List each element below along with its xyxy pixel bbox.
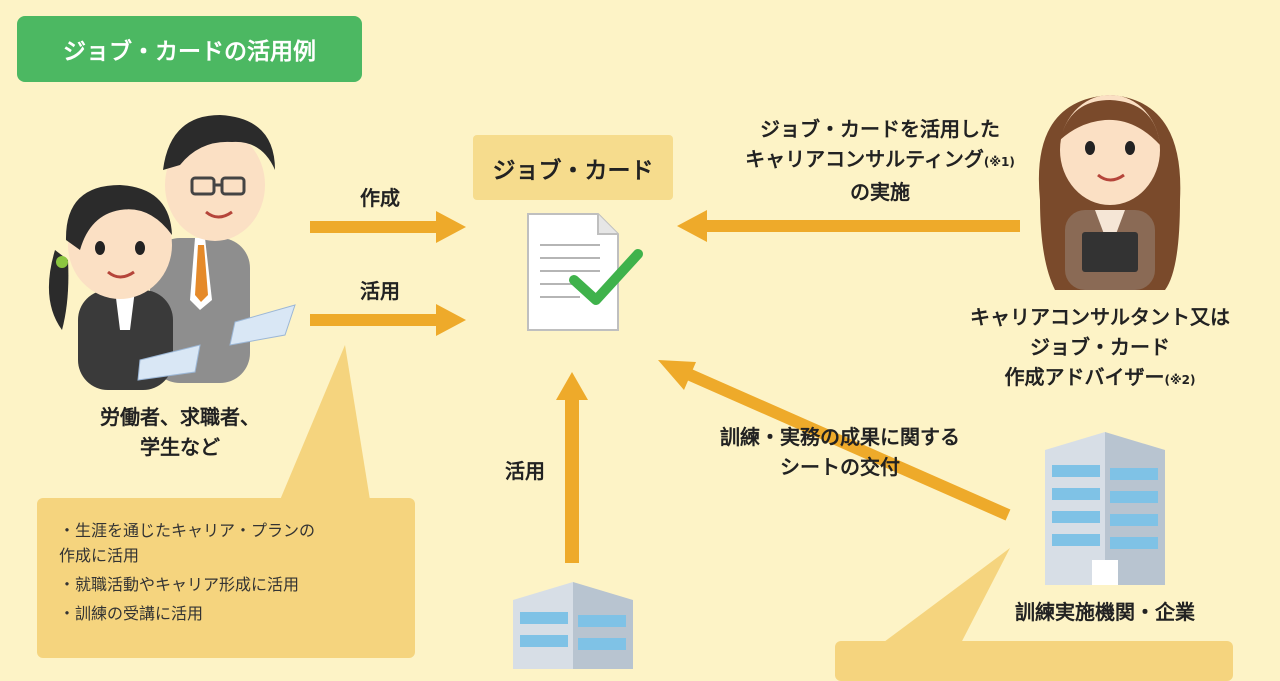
institution-label: 訓練実施機関・企業: [1015, 600, 1195, 624]
workers-label: 労働者、求職者、 学生など: [60, 402, 300, 462]
consultant-label-line1: キャリアコンサルタント又は: [970, 305, 1230, 329]
consulting-label-line3: の実施: [850, 180, 910, 204]
bottom-building-icon: [513, 582, 633, 669]
institution-building-icon: [1045, 432, 1165, 585]
institution-callout: [835, 641, 1233, 681]
consultant-label-line3: 作成アドバイザー(※2): [1004, 365, 1196, 389]
consulting-label-line2: キャリアコンサルティング(※1): [745, 147, 1015, 171]
consultant-illustration: [1038, 95, 1181, 290]
arrow-create: [310, 211, 466, 243]
page-title: ジョブ・カードの活用例: [17, 16, 362, 82]
arrows: [310, 210, 1020, 563]
training-label: 訓練・実務の成果に関する シートの交付: [690, 422, 990, 482]
training-label-line2: シートの交付: [780, 455, 900, 479]
arrow-use-bottom: [556, 372, 588, 563]
arrow-label-use-bottom: 活用: [505, 459, 545, 483]
workers-label-line2: 学生など: [140, 435, 220, 459]
consulting-label: ジョブ・カードを活用した キャリアコンサルティング(※1) の実施: [690, 114, 1070, 207]
worker-use-item: 就職活動やキャリア形成に活用: [59, 572, 415, 597]
arrow-training: [658, 360, 1011, 521]
job-card-label: ジョブ・カード: [473, 135, 673, 200]
checkmark-icon: [569, 249, 643, 305]
worker-callout-tail: [280, 345, 370, 500]
workers-illustration: [48, 115, 296, 390]
consulting-label-line1: ジョブ・カードを活用した: [760, 117, 1000, 141]
consultant-label-line2: ジョブ・カード: [1030, 335, 1170, 359]
job-card-document-icon: [527, 213, 643, 331]
training-label-line1: 訓練・実務の成果に関する: [720, 425, 960, 449]
arrow-label-use-left: 活用: [360, 279, 400, 303]
arrow-label-create: 作成: [360, 186, 400, 210]
arrow-use-left: [310, 304, 466, 336]
arrow-consultant: [677, 210, 1020, 242]
institution-callout-tail: [880, 548, 1010, 645]
worker-use-item: 訓練の受講に活用: [59, 601, 415, 626]
consultant-label: キャリアコンサルタント又は ジョブ・カード 作成アドバイザー(※2): [935, 302, 1265, 395]
workers-label-line1: 労働者、求職者、: [100, 405, 260, 429]
